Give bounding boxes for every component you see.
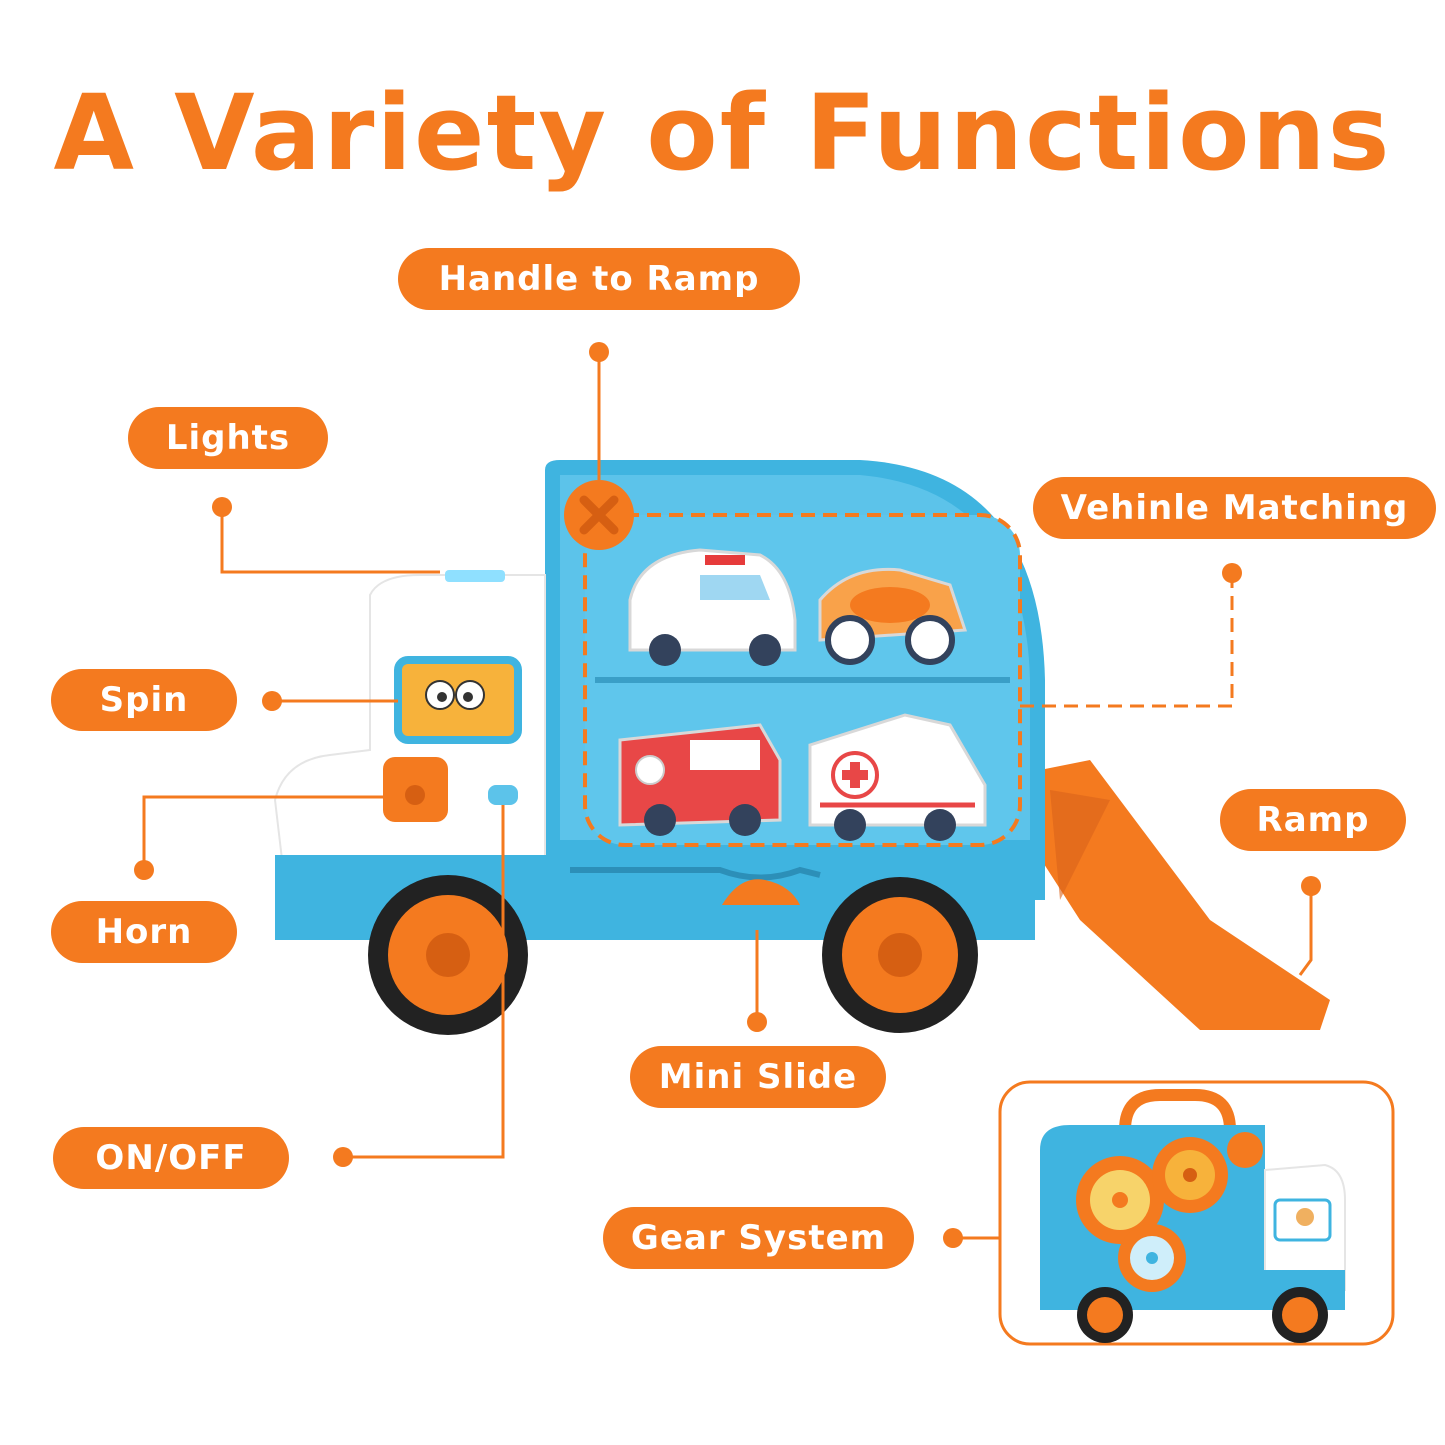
mini-slide-car[interactable] xyxy=(722,879,800,905)
label-lights: Lights xyxy=(128,407,328,469)
light-bar[interactable] xyxy=(445,570,505,582)
label-mini-slide: Mini Slide xyxy=(630,1046,886,1108)
callout-dots xyxy=(134,342,1321,1248)
toy-truck xyxy=(273,460,1330,1035)
police-car-icon[interactable] xyxy=(628,548,797,666)
label-gear-system: Gear System xyxy=(603,1207,914,1269)
label-horn: Horn xyxy=(51,901,237,963)
label-vehicle-matching: Vehinle Matching xyxy=(1033,477,1436,539)
ambulance-icon[interactable] xyxy=(808,713,987,841)
gear-inset xyxy=(998,1080,1395,1346)
label-ramp: Ramp xyxy=(1220,789,1406,851)
carry-handle xyxy=(1119,1089,1236,1131)
power-switch[interactable] xyxy=(488,785,518,805)
motorcycle-icon[interactable] xyxy=(818,567,968,665)
ramp-shape xyxy=(1035,760,1330,1030)
rear-wheel xyxy=(822,877,978,1033)
label-handle-to-ramp: Handle to Ramp xyxy=(398,248,800,310)
front-wheel xyxy=(368,875,528,1035)
gear-icon-3[interactable] xyxy=(1118,1224,1186,1292)
page-title: A Variety of Functions xyxy=(53,72,1392,194)
fire-truck-icon[interactable] xyxy=(618,723,782,836)
gear-icon-2[interactable] xyxy=(1152,1137,1228,1213)
label-spin: Spin xyxy=(51,669,237,731)
gear-icon[interactable] xyxy=(1076,1156,1164,1244)
label-on-off: ON/OFF xyxy=(53,1127,289,1189)
